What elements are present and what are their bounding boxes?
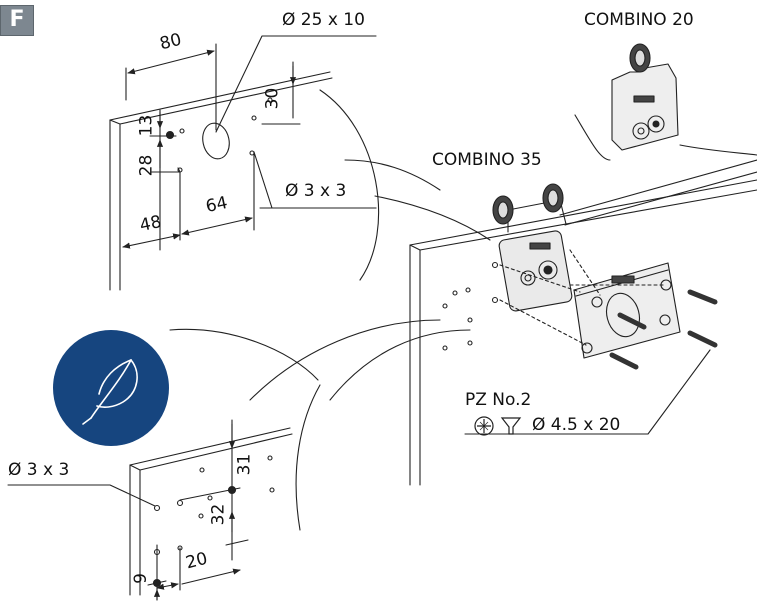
small-hole-spec-top: Ø 3 x 3 [285, 181, 347, 201]
dim-width: 80 [157, 29, 184, 55]
small-hole [267, 97, 273, 103]
dim-edge-distance: 48 [138, 211, 164, 237]
combino-20-callout [574, 114, 611, 161]
small-hole [249, 150, 255, 156]
detail-callout-arc [169, 328, 319, 381]
small-hole [179, 128, 185, 134]
badge-letter: F [9, 7, 25, 32]
dim-bottom-hole-offset: 20 [183, 548, 210, 574]
bottom-detail-dimensions [7, 419, 249, 601]
mounting-plate [573, 262, 681, 359]
combino-20-label: COMBINO 20 [584, 10, 694, 30]
section-badge: F [0, 5, 34, 36]
dim-bottom-upper-spacing: 31 [234, 453, 255, 476]
pozidriv-head-icon [474, 416, 494, 436]
screw-size-spec: Ø 4.5 x 20 [532, 415, 621, 435]
screw-spec-leader [464, 349, 711, 435]
hole-center-upper [165, 130, 175, 140]
combino-20-fitting [611, 43, 679, 151]
dim-hole-distance: 64 [204, 192, 230, 218]
eco-badge [53, 330, 169, 446]
countersunk-screw-icon [500, 417, 522, 435]
dim-bottom-lower-spacing: 32 [208, 503, 229, 526]
combino-35-label: COMBINO 35 [432, 150, 542, 170]
small-hole [251, 115, 257, 121]
dim-upper-spacing: 13 [136, 114, 157, 137]
small-hole-spec-bottom: Ø 3 x 3 [8, 460, 70, 480]
large-hole-spec: Ø 25 x 10 [282, 10, 365, 30]
detail-callout-arc [319, 89, 380, 281]
dim-top-offset: 30 [262, 87, 283, 110]
cabinet [409, 179, 757, 486]
large-hole [202, 122, 230, 160]
screw-drive-spec: PZ No.2 [465, 390, 532, 410]
feather-icon [82, 359, 138, 425]
dim-bottom-distance: 9 [130, 573, 151, 584]
dim-lower-spacing: 28 [136, 154, 157, 177]
top-detail-dimensions [122, 35, 377, 251]
combino-35-fitting [492, 183, 573, 312]
screws [609, 289, 718, 370]
